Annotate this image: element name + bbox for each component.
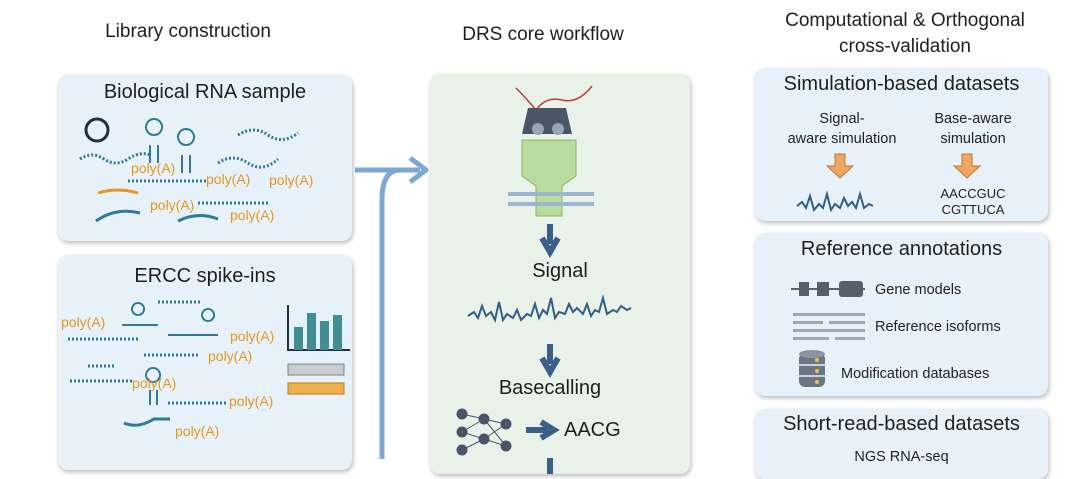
signal-trace-icon: [467, 294, 632, 323]
ruler-grey-icon: [287, 363, 345, 376]
rna-strand-6: [95, 209, 141, 223]
ercc-hairpin-3: [145, 367, 162, 405]
motor-protein-icon: [522, 108, 572, 134]
connector-arrows: [355, 156, 429, 459]
short-read-datasets-title: Short-read-based datasets: [783, 413, 1020, 435]
ercc-strand-7: [123, 417, 170, 427]
bar-chart-bar-4: [333, 315, 342, 350]
simulation-datasets-title: Simulation-based datasets: [783, 73, 1020, 95]
orange-down-arrow-right-icon: [952, 153, 982, 179]
circular-rna-icon: [84, 117, 110, 143]
basecalled-sequence: AACG: [564, 419, 621, 441]
bar-chart-bar-2: [307, 313, 316, 350]
membrane-bottom-line: [508, 202, 594, 206]
reference-annotations-title: Reference annotations: [800, 238, 1003, 260]
base-aware-line-1: Base-aware: [934, 111, 1012, 127]
rna-strand-5: [97, 188, 139, 195]
modification-databases-label: Modification databases: [841, 366, 990, 382]
hairpin-rna-2: [177, 128, 195, 173]
orange-down-arrow-left-icon: [825, 153, 855, 179]
ercc-polya-label-5: poly(A): [229, 393, 274, 409]
ngs-rna-seq-label: NGS RNA-seq: [854, 449, 949, 465]
right-arrow-icon: [526, 419, 560, 441]
ercc-hairpin-1: [122, 302, 158, 326]
bio-polya-label-5: poly(A): [230, 207, 275, 223]
base-aware-simulation-label: Base-aware simulation: [913, 109, 1033, 149]
ercc-spike-ins-panel: ERCC spike-ins poly(A) poly(A) poly(A) p…: [58, 255, 352, 470]
connector-arrow-vertical: [379, 167, 401, 459]
simulated-sequence-line-1: AACCGUC: [940, 186, 1006, 201]
database-icon: [799, 350, 825, 387]
connector-arrow-head: [408, 156, 429, 184]
rna-molecules-illustration: [79, 117, 299, 223]
ercc-polya-label-3: poly(A): [208, 348, 253, 364]
simulation-datasets-panel: Simulation-based datasets Signal- aware …: [755, 68, 1048, 221]
signal-aware-line-1: Signal-: [819, 111, 865, 127]
simulated-signal-icon: [796, 190, 874, 213]
down-arrow-2-icon: [539, 344, 561, 379]
rna-strand-3: [237, 128, 299, 141]
library-construction-title: Library construction: [105, 21, 271, 42]
nanopore-icon: [521, 139, 577, 217]
ercc-polya-label-2: poly(A): [230, 328, 275, 344]
neural-network-icon: [456, 408, 512, 456]
bio-polya-label-4: poly(A): [150, 197, 195, 213]
reference-isoforms-icon: [793, 313, 865, 340]
simulated-sequence-line-2: CGTTUCA: [941, 202, 1005, 217]
rna-strand-1: [79, 152, 151, 165]
reference-isoforms-label: Reference isoforms: [875, 319, 1001, 335]
cross-validation-title-line2: cross-validation: [839, 36, 971, 57]
gene-model-icon: [791, 281, 865, 297]
bar-chart-axes-icon: [287, 305, 350, 351]
drs-core-workflow-title: DRS core workflow: [462, 24, 624, 45]
hairpin-rna-1: [145, 118, 163, 163]
reference-annotations-panel: Reference annotations Gene models Refere…: [755, 233, 1048, 396]
bar-chart-bar-3: [320, 321, 329, 350]
ercc-polya-label-1: poly(A): [61, 314, 106, 330]
signal-aware-simulation-label: Signal- aware simulation: [775, 109, 909, 149]
signal-label: Signal: [532, 260, 588, 282]
ercc-spike-ins-title: ERCC spike-ins: [134, 265, 276, 287]
membrane-top-line: [508, 192, 594, 196]
biological-rna-sample-title: Biological RNA sample: [103, 81, 307, 103]
bio-polya-label-1: poly(A): [131, 160, 176, 176]
rna-strand-above-pore: [515, 85, 593, 112]
motor-protein-eye-left: [532, 123, 544, 135]
simulation-illustration: [796, 153, 982, 213]
basecalling-label: Basecalling: [498, 377, 602, 399]
signal-aware-line-2: aware simulation: [787, 131, 897, 147]
rna-strand-4: [217, 156, 280, 169]
bio-polya-label-3: poly(A): [269, 172, 314, 188]
cross-validation-title-line1: Computational & Orthogonal: [785, 10, 1025, 31]
gene-models-label: Gene models: [875, 282, 962, 298]
base-aware-line-2: simulation: [940, 131, 1006, 147]
ercc-polya-label-6: poly(A): [175, 423, 220, 439]
nanopore-illustration: [456, 85, 632, 474]
ercc-illustration: [68, 300, 350, 427]
down-arrow-1-icon: [539, 224, 561, 259]
short-read-datasets-panel: Short-read-based datasets NGS RNA-seq: [755, 409, 1048, 479]
reference-illustration: [791, 281, 865, 387]
bar-chart-bar-1: [294, 327, 303, 350]
drs-workflow-panel: Signal Basecalling AACG: [430, 74, 690, 474]
biological-rna-sample-panel: Biological RNA sample poly(A) poly(A) po…: [58, 75, 352, 241]
rna-strand-8: [177, 214, 219, 223]
ercc-polya-label-4: poly(A): [132, 375, 177, 391]
ercc-hairpin-2: [168, 308, 218, 336]
motor-protein-eye-right: [552, 123, 564, 135]
bio-polya-label-2: poly(A): [206, 171, 251, 187]
ruler-orange-icon: [287, 382, 345, 395]
